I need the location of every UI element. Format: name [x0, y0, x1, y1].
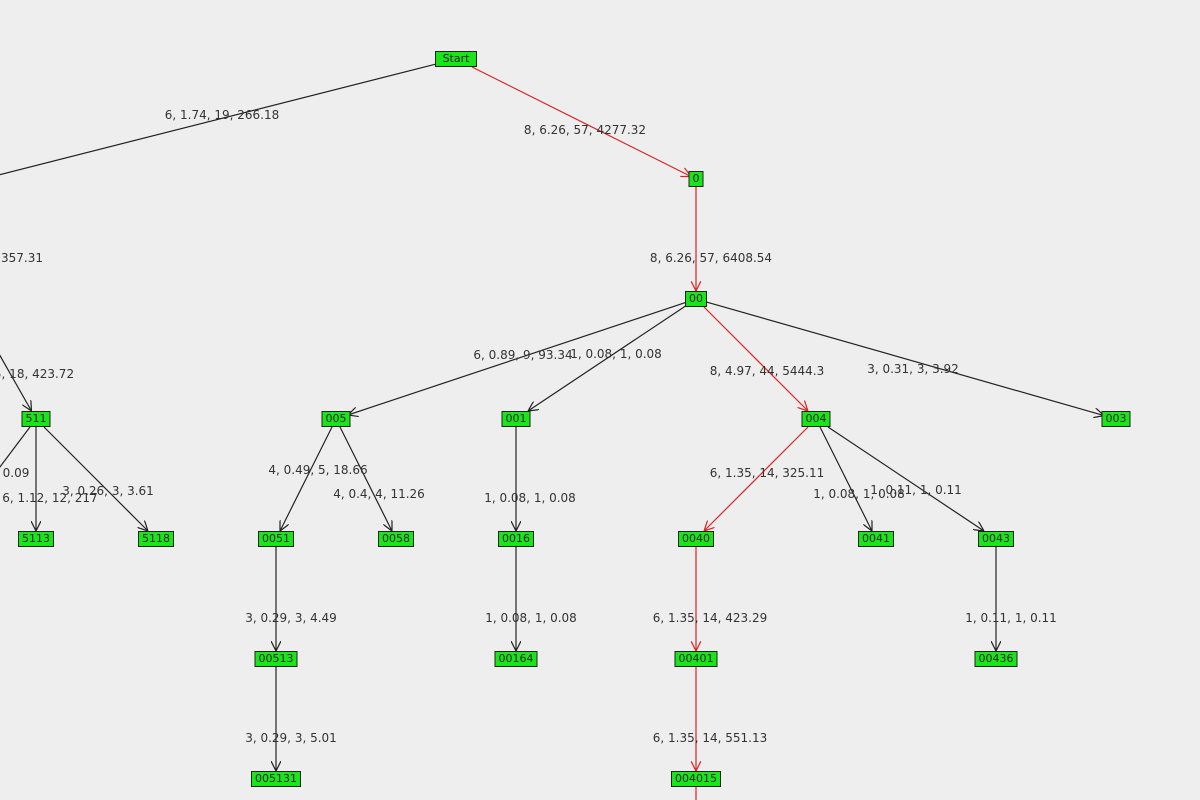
edge-005-to-0058	[339, 426, 392, 531]
node-00401[interactable]: 00401	[674, 651, 718, 667]
node-5118[interactable]: 5118	[138, 531, 174, 547]
edge-004-to-0040	[704, 426, 809, 531]
edge-Start-to-0	[471, 66, 691, 177]
edge-offscreen-upper-left-to-511	[0, 354, 31, 411]
node-0051[interactable]: 0051	[258, 531, 294, 547]
edge-004-to-0043	[827, 426, 984, 531]
node-0[interactable]: 0	[688, 171, 704, 187]
edge-Start-to-offscreen-left	[0, 63, 436, 176]
edge-511-to-offscreen-left-child	[0, 426, 31, 468]
node-5113[interactable]: 5113	[18, 531, 54, 547]
edge-005-to-0051	[280, 426, 333, 531]
edge-lines	[0, 63, 1104, 800]
node-0016[interactable]: 0016	[498, 531, 534, 547]
node-005131[interactable]: 005131	[251, 771, 301, 787]
node-00513[interactable]: 00513	[254, 651, 298, 667]
node-00436[interactable]: 00436	[974, 651, 1018, 667]
node-511[interactable]: 511	[21, 411, 51, 427]
node-001[interactable]: 001	[501, 411, 531, 427]
node-004[interactable]: 004	[801, 411, 831, 427]
node-Start[interactable]: Start	[435, 51, 477, 67]
node-0040[interactable]: 0040	[678, 531, 714, 547]
edge-004-to-0041	[819, 426, 872, 531]
edge-00-to-003	[703, 300, 1104, 415]
node-0043[interactable]: 0043	[978, 531, 1014, 547]
edge-00-to-005	[348, 301, 689, 415]
edge-511-to-5118	[43, 426, 148, 531]
node-00[interactable]: 00	[685, 291, 707, 307]
node-004015[interactable]: 004015	[671, 771, 721, 787]
node-003[interactable]: 003	[1101, 411, 1131, 427]
node-005[interactable]: 005	[321, 411, 351, 427]
node-0058[interactable]: 0058	[378, 531, 414, 547]
edge-00-to-001	[528, 303, 689, 411]
node-0041[interactable]: 0041	[858, 531, 894, 547]
node-00164[interactable]: 00164	[494, 651, 538, 667]
edge-00-to-004	[703, 306, 808, 411]
